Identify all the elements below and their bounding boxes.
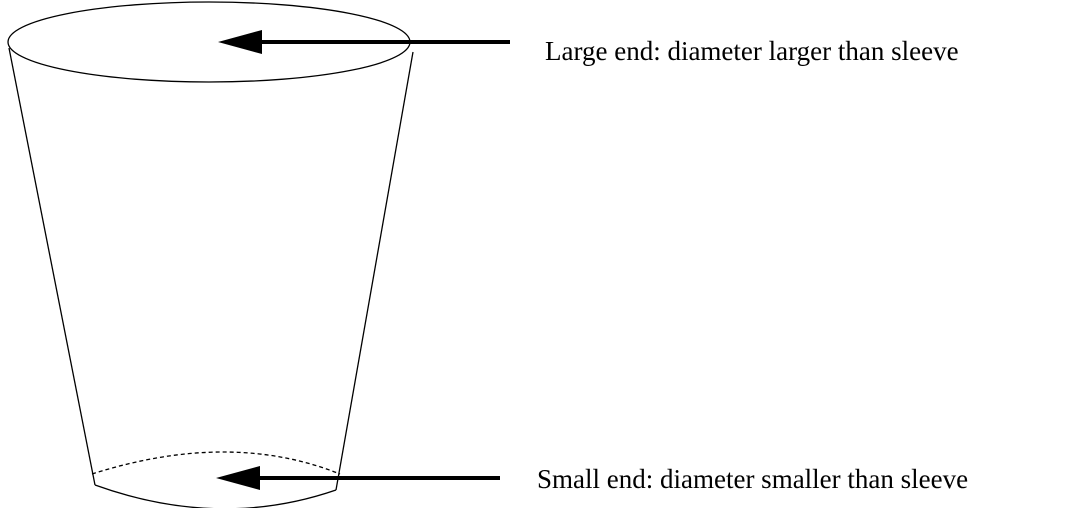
- large-end-arrowhead: [218, 30, 262, 54]
- cone-shape: [7, 1, 414, 508]
- small-end-front-curve: [94, 484, 337, 508]
- small-end-label: Small end: diameter smaller than sleeve: [537, 464, 969, 494]
- small-end-arrow: [216, 466, 500, 490]
- small-end-arrowhead: [216, 466, 260, 490]
- large-end-arrow: [218, 30, 510, 54]
- cone-left-side: [8, 47, 96, 486]
- large-end-label: Large end: diameter larger than sleeve: [545, 36, 959, 66]
- cone-right-side: [335, 51, 414, 491]
- small-end-back-curve: [91, 451, 341, 475]
